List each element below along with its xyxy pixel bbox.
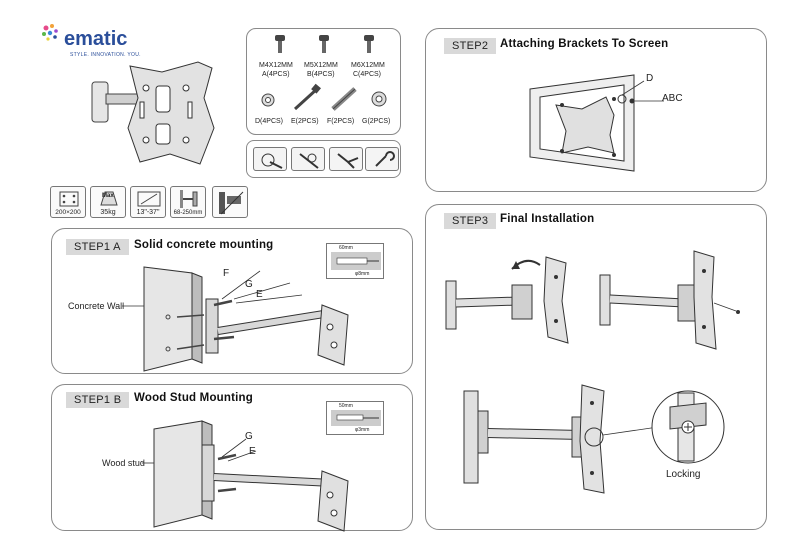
concrete-wall-label: Concrete Wall xyxy=(68,301,125,311)
screw-b-qty: B(4PCS) xyxy=(307,71,335,78)
step1a-drill-diagram: 60mm φ8mm xyxy=(326,243,384,279)
step1a-title: Solid concrete mounting xyxy=(134,239,274,251)
step1a-drill-depth: 60mm xyxy=(339,245,353,251)
brand-tagline: STYLE. INNOVATION. YOU. xyxy=(70,52,141,58)
level-icon xyxy=(212,186,248,218)
brand-logo: ematic STYLE. INNOVATION. YOU. xyxy=(40,22,160,64)
concrete-wall-illustration xyxy=(122,266,349,372)
screw-c-size: M6X12MM xyxy=(351,62,385,69)
step1b-drill-diagram: 50mm φ3mm xyxy=(326,401,384,435)
vesa-pattern-text: 200×200 xyxy=(55,209,81,216)
wood-drill-hole-diagram-icon xyxy=(331,410,381,426)
wall-distance-text: 68-250mm xyxy=(173,210,203,216)
tools-panel xyxy=(246,140,401,178)
pliers-icon xyxy=(329,147,363,171)
step1a-callout-g: G xyxy=(245,279,253,290)
fitting-f-label: F(2PCS) xyxy=(327,118,355,125)
drill-hole-diagram-icon xyxy=(331,252,381,270)
step2-panel: STEP2 Attaching Brackets To Screen D ABC xyxy=(425,28,767,192)
step1a-panel: STEP1 A Solid concrete mounting Concrete… xyxy=(51,228,413,374)
wall-distance-icon: 68-250mm xyxy=(170,186,206,218)
step1b-callout-e: E xyxy=(249,446,256,457)
step2-title: Attaching Brackets To Screen xyxy=(500,38,669,50)
screw-a-size: M4X12MM xyxy=(259,62,293,69)
step1b-drill-depth: 50mm xyxy=(339,403,353,409)
max-weight-text: 35kg xyxy=(100,209,116,216)
drill-icon xyxy=(291,147,325,171)
wood-stud-illustration xyxy=(142,420,349,532)
brand-name: ematic xyxy=(64,28,128,50)
wrench-icon xyxy=(365,147,399,171)
max-weight-icon: Max 35kg xyxy=(90,186,126,218)
max-weight-label: Max xyxy=(102,193,114,199)
step1b-title: Wood Stud Mounting xyxy=(134,392,253,404)
wood-stud-label: Wood stud xyxy=(102,458,145,468)
screw-c-icon xyxy=(364,35,374,53)
screen-size-text: 13"-37" xyxy=(136,209,160,216)
washer-g-icon xyxy=(371,91,387,107)
step1a-drill-diameter: φ8mm xyxy=(355,271,370,277)
screwdriver-icon xyxy=(253,147,287,171)
step1b-callout-g: G xyxy=(245,431,253,442)
step2-callout-abc: ABC xyxy=(662,93,683,104)
washer-d-icon xyxy=(261,93,275,107)
step3-panel: STEP3 Final Installation Locking xyxy=(425,204,767,530)
tv-back-bracket-illustration xyxy=(529,74,664,172)
step3-secure-illustration xyxy=(599,250,740,350)
step1b-drill-diameter: φ3mm xyxy=(355,427,370,433)
step1a-callout-e: E xyxy=(256,289,263,300)
screw-a-qty: A(4PCS) xyxy=(262,71,290,78)
screw-b-icon xyxy=(319,35,329,53)
screw-b-size: M5X12MM xyxy=(304,62,338,69)
step3-tag: STEP3 xyxy=(444,213,497,229)
hardware-panel: M4X12MM A(4PCS) M5X12MM B(4PCS) M6X12MM … xyxy=(246,28,401,135)
fitting-d-label: D(4PCS) xyxy=(255,118,284,125)
step3-title: Final Installation xyxy=(500,213,595,225)
step3-hang-illustration xyxy=(445,256,569,344)
anchor-f-icon xyxy=(331,87,357,111)
logo-dots-icon xyxy=(42,24,58,41)
screw-c-qty: C(4PCS) xyxy=(353,71,382,78)
fitting-e-label: E(2PCS) xyxy=(291,118,319,125)
fitting-g-label: G(2PCS) xyxy=(362,118,391,125)
step1b-tag: STEP1 B xyxy=(66,392,130,408)
locking-label: Locking xyxy=(666,469,701,480)
vesa-pattern-icon: 200×200 xyxy=(50,186,86,218)
step2-tag: STEP2 xyxy=(444,38,497,54)
step1b-panel: STEP1 B Wood Stud Mounting Wood stud G E… xyxy=(51,384,413,532)
step2-callout-d: D xyxy=(646,73,654,84)
screw-a-icon xyxy=(275,35,285,53)
step1a-callout-f: F xyxy=(223,268,230,279)
step1a-tag: STEP1 A xyxy=(66,239,129,255)
step3-locking-illustration xyxy=(463,384,725,494)
screen-size-icon: 13"-37" xyxy=(130,186,166,218)
product-mount-illustration xyxy=(91,61,215,165)
lag-bolt-e-icon xyxy=(293,83,321,111)
